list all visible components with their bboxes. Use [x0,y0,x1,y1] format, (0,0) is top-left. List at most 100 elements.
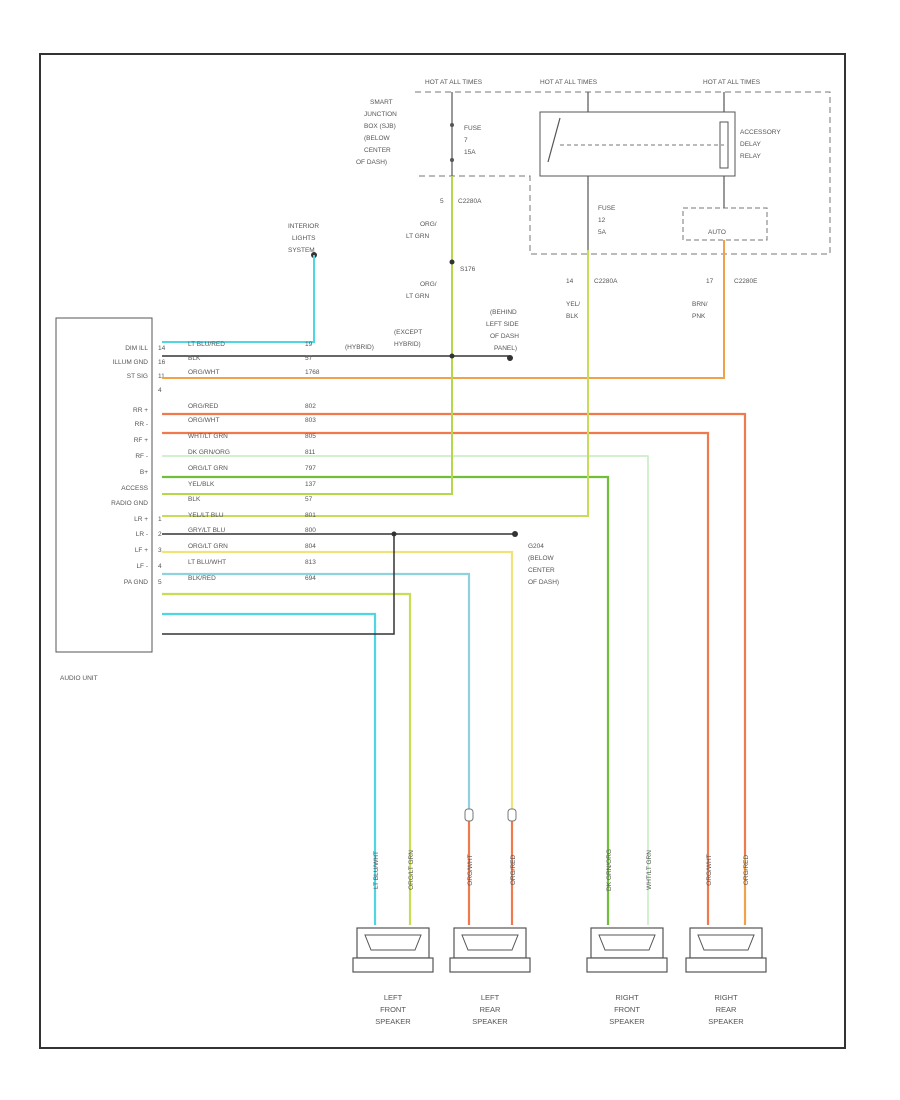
speaker-2: RIGHT FRONT SPEAKER [586,927,668,1026]
audio-pin-label: ACCESS [121,485,148,492]
speaker-wire-tag: DK GRN/ORG [606,849,613,891]
wire-st-sig [162,240,725,379]
wire-circuit-label: 694 [305,575,316,582]
wire-rr-neg [162,431,710,855]
svg-text:HYBRID): HYBRID) [394,341,421,348]
svg-text:(HYBRID): (HYBRID) [345,344,374,351]
wire-lf-pos [162,592,412,855]
wire-color-label: BLK [188,496,201,503]
speaker-name-line: LEFT [481,993,500,1002]
speaker-body [453,927,527,959]
svg-text:OF DASH): OF DASH) [528,579,559,586]
junction-box-label: SMART JUNCTION BOX (SJB) (BELOW CENTER O… [356,99,397,166]
splice-dot [449,353,455,359]
svg-text:C2280A: C2280A [458,198,482,205]
svg-text:SYSTEM: SYSTEM [288,247,315,254]
svg-text:YEL/: YEL/ [566,301,580,308]
svg-text:(BELOW: (BELOW [528,555,555,562]
wire-harness [162,176,747,925]
svg-text:DELAY: DELAY [740,141,761,148]
wire-lr-pos [162,550,514,810]
svg-text:PANEL): PANEL) [494,345,517,352]
speaker-wire-tag: WHT/LT GRN [646,850,653,890]
speaker-wire-tag: ORG/WHT [706,854,713,885]
speaker-name-line: SPEAKER [472,1017,508,1026]
svg-text:17: 17 [706,278,714,285]
wire-circuit-label: 811 [305,449,316,456]
wire-circuit-label: 813 [305,559,316,566]
audio-pin-number: 3 [158,547,162,554]
hybrid-notes: (HYBRID) (EXCEPT HYBRID) (BEHIND LEFT SI… [345,309,519,361]
speakers: LEFT FRONT SPEAKER LEFT REAR SPEAKER RIGHT FRON… [352,927,767,1026]
speaker-name-line: REAR [716,1005,737,1014]
wire-color-label: YEL/BLK [188,481,215,488]
audio-pin-label: ST SIG [127,373,148,380]
speaker-cone [697,934,755,951]
audio-pin-label: RF + [134,437,148,444]
wire-lf-neg [162,612,377,855]
speaker-name-line: RIGHT [615,993,639,1002]
svg-text:LT GRN: LT GRN [406,233,430,240]
audio-pin-number: 2 [158,531,162,538]
wire-circuit-label: 57 [305,496,313,503]
wire-circuit-label: 19 [305,341,313,348]
svg-text:G204: G204 [528,543,544,550]
svg-text:JUNCTION: JUNCTION [364,111,397,118]
fuse-7: FUSE 7 15A [464,125,482,156]
speaker-base [449,957,531,973]
hot-label-1: HOT AT ALL TIMES [425,79,483,86]
svg-text:7: 7 [464,137,468,144]
speaker-wire-tag: ORG/RED [510,855,517,886]
ground-g204-note: G204 (BELOW CENTER OF DASH) [512,531,559,586]
wire-pa-gnd [162,534,395,635]
speaker-name-line: LEFT [384,993,403,1002]
wire-circuit-label: 805 [305,433,316,440]
speaker-body [689,927,763,959]
svg-text:15A: 15A [464,149,476,156]
wire-circuit-label: 803 [305,417,316,424]
svg-text:12: 12 [598,217,606,224]
wire-color-label: BLK/RED [188,575,216,582]
interior-lights-label: INTERIOR LIGHTS SYSTEM [288,223,319,258]
svg-text:5: 5 [440,198,444,205]
wire-color-label: ORG/WHT [188,369,219,376]
speaker-name-line: RIGHT [714,993,738,1002]
wire-circuit-label: 57 [305,355,313,362]
fuse-12: FUSE 12 5A [598,205,616,236]
speaker-name-line: REAR [480,1005,501,1014]
audio-pin-label: LR + [134,516,148,523]
relay-label: ACCESSORY DELAY RELAY [740,129,781,160]
speaker-wire-tag: ORG/RED [743,855,750,886]
svg-text:BLK: BLK [566,313,579,320]
splice-dot [449,259,455,265]
audio-pin-label: LF + [135,547,148,554]
wire-circuit-label: 802 [305,403,316,410]
wire-color-label: YEL/LT BLU [188,512,224,519]
svg-text:RELAY: RELAY [740,153,761,160]
speaker-name-line: FRONT [614,1005,640,1014]
speaker-cone [461,934,519,951]
svg-text:ORG/: ORG/ [420,221,437,228]
audio-pin-label: RR + [133,407,148,414]
svg-text:LEFT SIDE: LEFT SIDE [486,321,519,328]
wire-lr-neg [162,572,471,810]
audio-pin-label: RF - [135,453,148,460]
svg-text:PNK: PNK [692,313,706,320]
svg-text:BRN/: BRN/ [692,301,708,308]
speaker-name-line: SPEAKER [609,1017,645,1026]
speaker-wire-tag: ORG/WHT [467,854,474,885]
svg-text:CENTER: CENTER [528,567,555,574]
speaker-name-line: FRONT [380,1005,406,1014]
audio-pin-number: 5 [158,579,162,586]
audio-pin-number: 1 [158,516,162,523]
svg-text:OF DASH: OF DASH [490,333,519,340]
wire-color-label: DK GRN/ORG [188,449,230,456]
svg-text:OF DASH): OF DASH) [356,159,387,166]
audio-pin-number: 11 [158,373,165,380]
wire-interior-lights [162,255,315,343]
